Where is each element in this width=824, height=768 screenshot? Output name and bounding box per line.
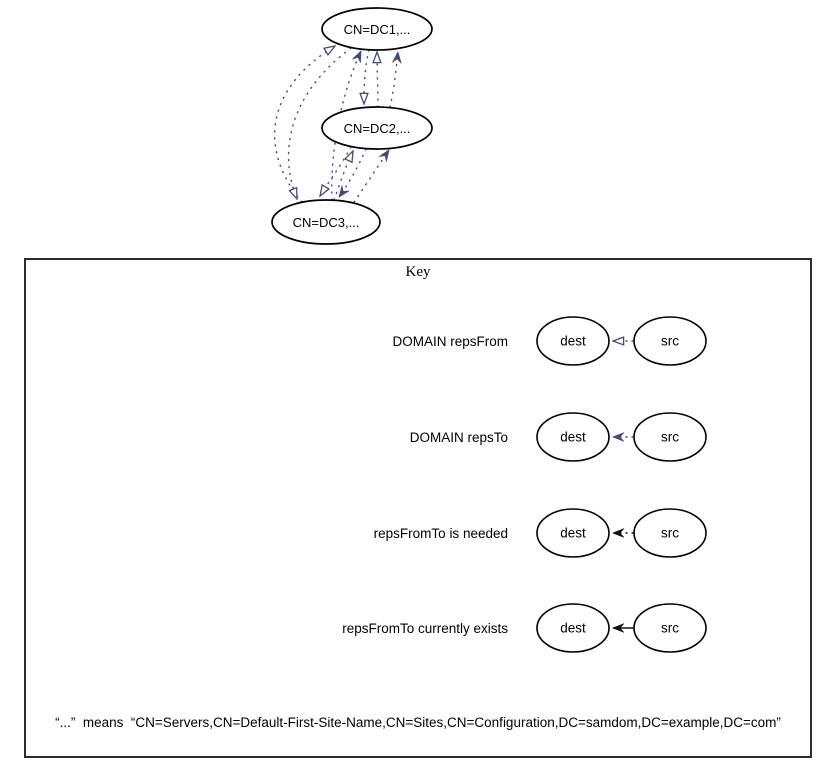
dest-label: dest	[560, 430, 586, 445]
node-dc3: CN=DC3,...	[271, 199, 381, 245]
key-row-repsto-figure: dest src	[536, 412, 707, 462]
key-title: Key	[405, 264, 431, 280]
src-label: src	[661, 526, 679, 541]
edge-dc2-dc1-repsto	[389, 51, 402, 108]
node-dc3-label: CN=DC3,...	[293, 215, 360, 230]
dest-label: dest	[560, 334, 586, 349]
key-row-domain-repsfrom: DOMAIN repsFrom dest src	[26, 315, 810, 367]
key-box: Key DOMAIN repsFrom dest src DOMAIN reps…	[24, 258, 812, 758]
key-row-label: repsFromTo is needed	[373, 525, 508, 541]
node-dc1-label: CN=DC1,...	[344, 22, 411, 37]
key-row-label: DOMAIN repsFrom	[392, 333, 508, 349]
dest-label: dest	[560, 526, 586, 541]
edge-dc1-dc2-repsfrom	[364, 49, 370, 104]
node-dc1: CN=DC1,...	[321, 7, 433, 51]
node-dc1-ellipse	[321, 7, 433, 51]
node-dc2-label: CN=DC2,...	[344, 121, 411, 136]
src-label: src	[661, 430, 679, 445]
key-row-domain-repsto: DOMAIN repsTo dest src	[26, 411, 810, 463]
src-ellipse	[633, 412, 707, 462]
node-dc2-ellipse	[321, 106, 433, 150]
key-row-repsfrom-figure: dest src	[536, 316, 707, 366]
key-row-exists-figure: dest src	[536, 603, 707, 653]
edge-dc3-dc2-repsfrom	[333, 151, 353, 201]
src-ellipse	[633, 508, 707, 558]
key-row-label: repsFromTo currently exists	[342, 620, 508, 636]
key-row-repsfromto-exists: repsFromTo currently exists dest src	[26, 602, 810, 654]
replication-graph: CN=DC1,... CN=DC2,... CN=DC3,...	[271, 7, 433, 245]
dest-label: dest	[560, 621, 586, 636]
src-label: src	[661, 334, 679, 349]
ellipsis-footnote: “...” means “CN=Servers,CN=Default-First…	[55, 715, 781, 730]
src-label: src	[661, 621, 679, 636]
edge-dc3-dc2-repsto	[353, 149, 390, 203]
edge-dc2-dc3-repsfrom	[320, 146, 352, 196]
dest-ellipse	[536, 603, 610, 653]
key-row-label: DOMAIN repsTo	[409, 429, 508, 445]
node-dc3-ellipse	[271, 199, 381, 245]
dest-ellipse	[536, 508, 610, 558]
src-ellipse	[633, 316, 707, 366]
dest-ellipse	[536, 316, 610, 366]
key-row-repsfromto-needed: repsFromTo is needed dest src	[26, 507, 810, 559]
edge-dc1-dc3-repsfrom	[287, 47, 352, 199]
key-row-needed-figure: dest src	[536, 508, 707, 558]
dest-ellipse	[536, 412, 610, 462]
edge-dc2-dc1-repsfrom	[377, 52, 378, 108]
edge-dc2-dc3-repsto	[338, 148, 367, 198]
node-dc2: CN=DC2,...	[321, 106, 433, 150]
